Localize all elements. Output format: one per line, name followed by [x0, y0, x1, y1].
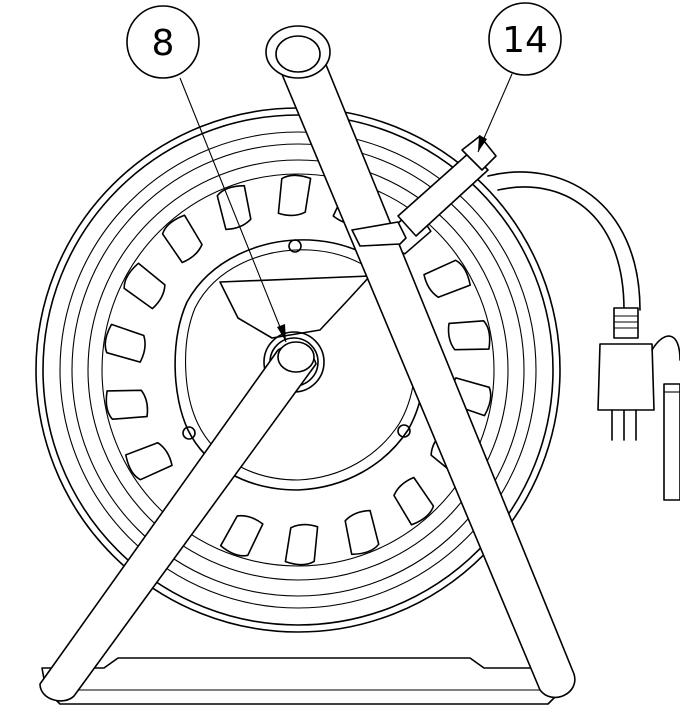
drum-slot: [277, 174, 312, 217]
drum-slot: [393, 476, 435, 526]
drum-slot: [104, 323, 146, 363]
drum-slot: [447, 320, 491, 351]
callout-8: 8: [126, 5, 287, 343]
callout-8-label: 8: [152, 23, 175, 64]
cord-guide: [351, 135, 497, 247]
frame-front-leg: [265, 25, 576, 699]
callout-14: 14: [477, 2, 562, 153]
callout-14-label: 14: [502, 20, 548, 61]
drum-slot: [284, 523, 319, 566]
drum-slot: [423, 259, 471, 299]
power-cord: [487, 171, 641, 311]
drum-slot: [219, 514, 264, 557]
drum-slot: [161, 214, 203, 264]
female-connector: [651, 335, 680, 501]
drum-slot: [125, 441, 173, 481]
drum-slot: [344, 509, 380, 556]
drum-slot: [123, 262, 166, 310]
drum-slot: [216, 184, 252, 231]
frame-rear-leg: [39, 341, 317, 702]
frame-base: [41, 657, 563, 705]
drum-slot: [105, 389, 149, 420]
male-plug: [597, 307, 655, 441]
drum-slot-ring: [104, 174, 492, 566]
